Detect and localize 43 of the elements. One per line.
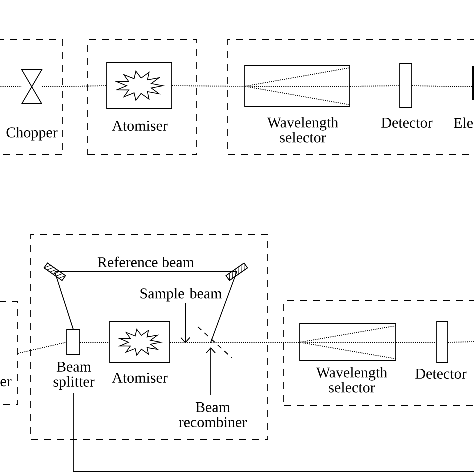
mirror-symbol bbox=[44, 262, 66, 282]
atomiser-box: Atomiser bbox=[110, 322, 170, 384]
wavelength-selector: Wavelength selector bbox=[300, 324, 396, 393]
node-label: Wavelength selector bbox=[316, 367, 388, 393]
label-text: Sample beam bbox=[140, 288, 222, 302]
mirror-symbol bbox=[226, 262, 248, 282]
beam-line bbox=[73, 393, 474, 472]
beam-recombiner bbox=[198, 326, 232, 358]
beam-line bbox=[42, 86, 107, 88]
label-text: Beam recombiner bbox=[179, 402, 248, 428]
beam-line bbox=[210, 272, 238, 343]
atomiser-box: Atomiser bbox=[106, 62, 172, 132]
beam-line bbox=[448, 342, 474, 343]
dashed-group-box: er bbox=[0, 302, 18, 406]
node-label: Wavelength selector bbox=[267, 117, 338, 143]
dashed-group-box bbox=[284, 300, 474, 406]
node-label: Atomiser bbox=[112, 120, 168, 132]
beam-line bbox=[412, 86, 474, 88]
node-label: Detector bbox=[382, 118, 433, 128]
dashed-group-box bbox=[0, 40, 64, 156]
beam-line bbox=[396, 342, 437, 343]
beam-line bbox=[170, 342, 212, 343]
arrow bbox=[206, 348, 216, 396]
beam-line bbox=[54, 272, 74, 330]
beam-line bbox=[172, 86, 245, 87]
wavelength-selector: Wavelength selector bbox=[244, 66, 350, 143]
beam-line bbox=[350, 86, 400, 87]
dashed-group-box bbox=[30, 234, 268, 440]
detector-box: Detector bbox=[382, 64, 433, 128]
node-label: Atomiser bbox=[112, 372, 168, 384]
label-text: Ele bbox=[454, 118, 474, 128]
node-label: Beam splitter bbox=[54, 362, 95, 390]
arrow bbox=[180, 303, 190, 344]
beam-line bbox=[0, 86, 22, 88]
beam-line bbox=[80, 342, 110, 343]
dashed-group-box bbox=[88, 40, 198, 156]
detector-box: Detector bbox=[416, 322, 467, 379]
node-label: Detector bbox=[416, 369, 467, 379]
beam-splitter: Beam splitter bbox=[54, 330, 95, 390]
beam-line bbox=[18, 342, 67, 354]
edge-label: Reference beam bbox=[98, 256, 194, 268]
dashed-group-box bbox=[228, 40, 474, 156]
beam-line bbox=[210, 342, 300, 343]
